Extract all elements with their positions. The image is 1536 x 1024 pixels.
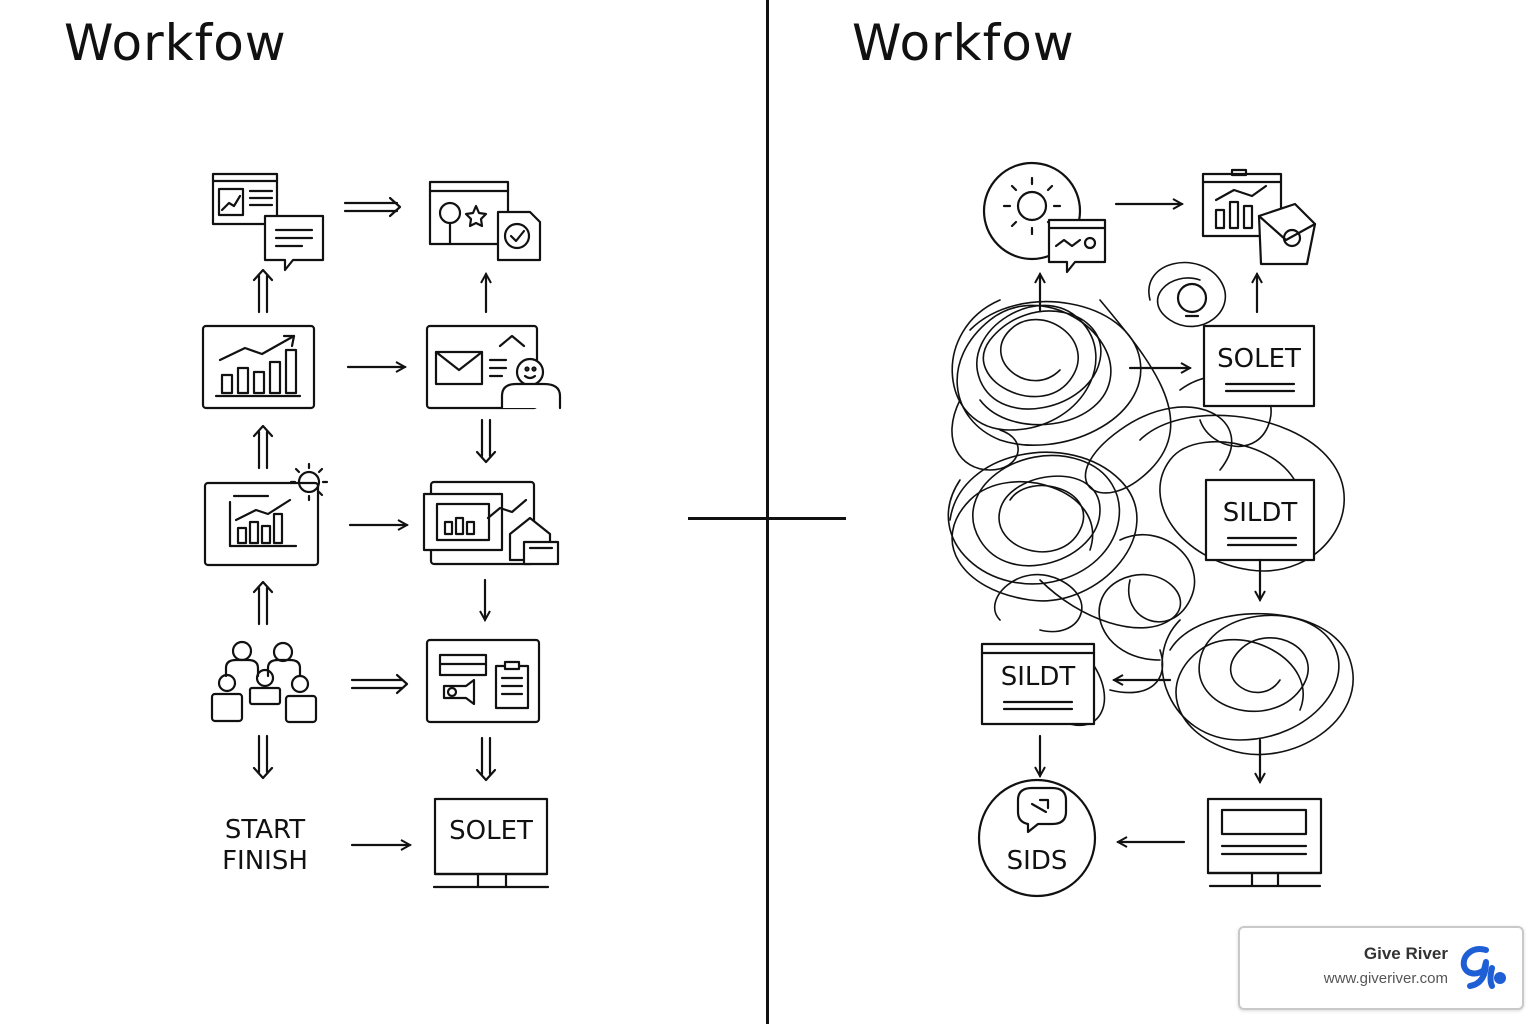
start-finish-label: START FINISH	[205, 815, 325, 877]
left-solet-label: SOLET	[449, 816, 533, 846]
gear-browser-icon	[982, 161, 1107, 274]
screens-house-icon	[422, 480, 560, 566]
left-solet-monitor-icon	[432, 797, 550, 889]
horizontal-divider	[688, 517, 846, 520]
right-sildt-box-2	[1204, 478, 1316, 562]
right-monitor-icon	[1206, 797, 1323, 888]
dashboard-chat-icon	[211, 172, 325, 272]
camera-clipboard-icon	[425, 638, 541, 724]
right-title: Workfow	[852, 14, 1075, 72]
start-label: START	[224, 815, 306, 845]
right-solet-label: SOLET	[1217, 344, 1301, 374]
right-arrows	[1040, 204, 1260, 842]
give-river-badge[interactable]: Give River www.giveriver.com	[1238, 926, 1524, 1010]
dashboard-mail-icon	[1201, 168, 1317, 266]
trend-chart-icon	[201, 324, 316, 410]
left-title: Workfow	[64, 14, 287, 72]
giveriver-logo-icon	[1460, 946, 1506, 989]
right-sildt-box-1	[980, 642, 1096, 726]
right-sildt-label-1: SILDT	[1000, 662, 1076, 692]
vertical-divider	[766, 0, 769, 1024]
lightbulb-icon	[1176, 282, 1208, 318]
right-sildt-label-2: SILDT	[1222, 498, 1298, 528]
chart-sun-icon	[203, 462, 329, 567]
team-people-icon	[210, 640, 318, 724]
badge-name: Give River	[1363, 944, 1448, 963]
finish-label: FINISH	[222, 846, 308, 876]
sids-circle-icon	[977, 778, 1097, 898]
right-solet-box	[1202, 324, 1316, 408]
badge-url[interactable]: www.giveriver.com	[1323, 970, 1448, 987]
browser-check-icon	[428, 180, 542, 262]
left-arrows	[252, 196, 497, 845]
email-person-icon	[425, 324, 562, 410]
sids-label: SIDS	[1006, 846, 1068, 876]
